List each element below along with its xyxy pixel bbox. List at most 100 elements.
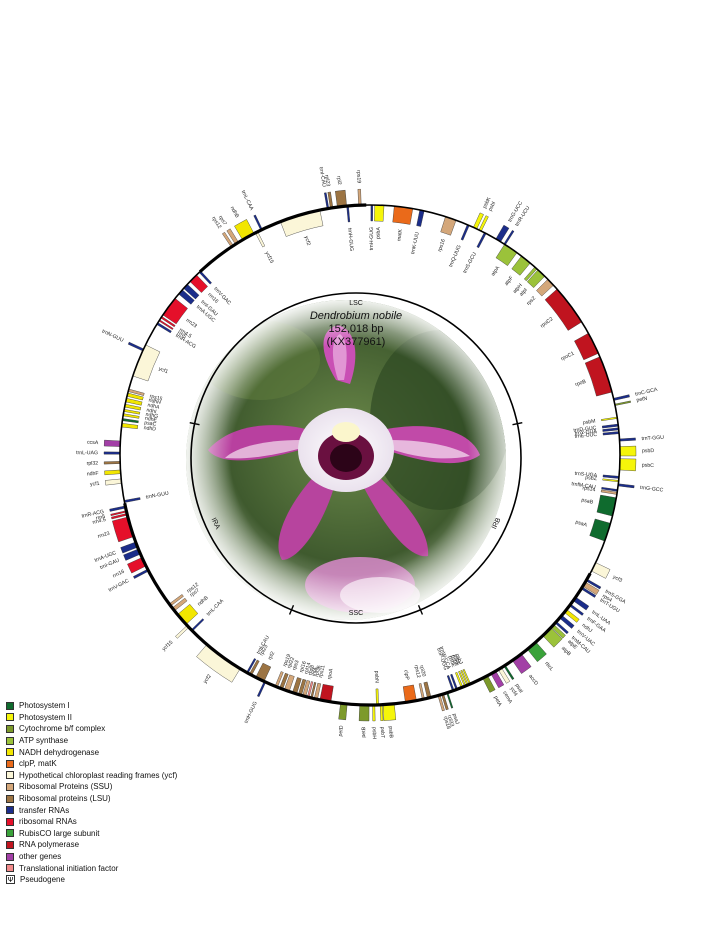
- gene-label-rrn5: rrn5: [176, 330, 187, 340]
- gene-label-trnk-uuu: trnK-UUU: [410, 231, 421, 254]
- gene-label-psbt: psbT: [379, 727, 386, 740]
- gene-label-rbcl: rbcL: [543, 661, 554, 673]
- legend-item: Translational initiation factor: [6, 862, 236, 874]
- gene-label-trni-cau: trnI-CAU: [318, 167, 327, 188]
- gene-label-rps8: rps8: [307, 664, 315, 675]
- gene-label-rps2: rps2: [526, 295, 538, 306]
- gene-block-psbb: [382, 703, 397, 721]
- gene-label-rps14: rps14: [582, 485, 596, 493]
- gene-label-atpb: atpB: [560, 645, 572, 657]
- gene-label-rpl33: rpl33: [446, 715, 455, 728]
- gene-label-trnl-caa: trnL-CAA: [206, 598, 226, 618]
- gene-label-rpl16: rpl16: [299, 660, 308, 673]
- legend-label: clpP, matK: [19, 759, 57, 769]
- legend-label: transfer RNAs: [19, 805, 70, 815]
- gene-label-trnv-gac: trnV-GAC: [108, 578, 131, 594]
- legend-item: transfer RNAs: [6, 804, 236, 816]
- pseudogene-symbol: Ψ: [6, 875, 15, 885]
- gene-label-psbi: psbI: [487, 201, 497, 212]
- gene-label-rpl32: rpl32: [87, 461, 99, 467]
- gene-label-rpl20: rpl20: [418, 665, 427, 678]
- legend-item: Cytochrome b/f complex: [6, 723, 236, 735]
- gene-label-ycf15: ycf15: [263, 251, 274, 265]
- legend-swatch: [6, 759, 14, 768]
- gene-block-trnt-ggu: [619, 437, 636, 442]
- legend-item: Hypothetical chloroplast reading frames …: [6, 770, 236, 782]
- legend-label: RNA polymerase: [19, 840, 80, 850]
- gene-label-trny-gua: trnY-GUA: [575, 429, 598, 437]
- legend-swatch: [6, 736, 14, 745]
- gene-label-trnn-guu: trnN-GUU: [101, 329, 125, 344]
- gene-label-rrn5: rrn5: [95, 514, 105, 522]
- gene-block-psbm: [601, 416, 618, 422]
- gene-label-ndha: ndhA: [147, 402, 161, 411]
- region-label-ssc: SSC: [349, 610, 363, 617]
- gene-label-ndhb: ndhB: [229, 206, 240, 220]
- gene-label-trns-uga: trnS-UGA: [574, 471, 597, 479]
- gene-label-rps7: rps7: [217, 215, 228, 227]
- legend-item: RNA polymerase: [6, 839, 236, 851]
- legend-label: Translational initiation factor: [19, 863, 119, 873]
- gene-block-petb: [358, 704, 370, 722]
- region-label-lsc: LSC: [349, 300, 363, 307]
- gene-label-psbh: psbH: [371, 727, 377, 739]
- legend-swatch: [6, 701, 14, 710]
- gene-label-ycf1: ycf1: [158, 366, 169, 375]
- gene-label-trnh-gug: trnH-GUG: [369, 227, 375, 250]
- legend-label: RubisCO large subunit: [19, 828, 100, 838]
- region-boundary-ticks: [189, 421, 523, 615]
- gene-label-atpf: atpF: [504, 275, 515, 287]
- gene-label-rrn23: rrn23: [97, 531, 110, 540]
- gene-block-ndhb: [177, 604, 199, 625]
- gene-label-psbb: psbB: [387, 726, 394, 739]
- gene-label-ycf15: ycf15: [161, 640, 174, 653]
- gene-label-petn: petN: [636, 396, 648, 404]
- gene-label-rpoc2: rpoC2: [540, 316, 555, 329]
- gene-block-trnc-gca: [613, 394, 630, 401]
- legend-label: Cytochrome b/f complex: [19, 724, 106, 734]
- gene-block-trnd-guc: [601, 423, 619, 429]
- gene-label-rps3: rps3: [292, 659, 301, 671]
- gene-label-trnn-guu: trnN-GUU: [145, 490, 169, 500]
- gene-label-rps16: rps16: [437, 238, 447, 252]
- gene-block-ccsa: [103, 439, 121, 447]
- gene-label-psbc: psbC: [642, 463, 655, 469]
- gene-block-ycf1: [104, 478, 122, 486]
- gene-label-ndhe: ndhE: [144, 416, 157, 424]
- legend-item: NADH dehydrogenase: [6, 746, 236, 758]
- gene-label-psbj: psbJ: [454, 653, 464, 666]
- gene-block-trnl-caa: [190, 618, 205, 632]
- gene-label-infa: infA: [311, 666, 319, 677]
- gene-label-psba: psbA: [375, 227, 381, 240]
- gene-block-trnn-guu: [123, 497, 141, 503]
- gene-label-psac: psaC: [144, 420, 157, 428]
- gene-label-rpl23: rpl23: [259, 644, 270, 657]
- gene-label-ndhd: ndhD: [143, 425, 156, 432]
- gene-label-rpl2: rpl2: [267, 651, 276, 662]
- gene-block-trnl-caa: [253, 214, 263, 231]
- gene-label-rps15: rps15: [149, 393, 163, 402]
- gene-label-rps11: rps11: [318, 665, 327, 679]
- gene-label-rrn4.5: rrn4.5: [92, 517, 107, 526]
- gene-label-ndhj: ndhJ: [581, 623, 594, 635]
- gene-label-trns-gcu: trnS-GCU: [462, 251, 478, 274]
- gene-block-ycf15: [255, 231, 266, 248]
- gene-label-rpoa: rpoA: [327, 668, 335, 680]
- gene-block-rps19: [357, 188, 362, 206]
- gene-label-petb: petB: [361, 726, 367, 737]
- gene-label-rpl2: rpl2: [335, 176, 342, 185]
- gene-label-rpl14: rpl14: [304, 662, 313, 675]
- gene-label-rpl36: rpl36: [314, 665, 323, 678]
- gene-block-trns-uga: [602, 474, 620, 479]
- gene-block-psbd: [619, 445, 637, 457]
- gene-block-trns-gcu: [476, 232, 487, 249]
- gene-block-psaa: [589, 518, 611, 542]
- legend-item: ribosomal RNAs: [6, 816, 236, 828]
- legend-swatch: [6, 782, 14, 791]
- legend-label: Ribosomal proteins (LSU): [19, 794, 111, 804]
- gene-label-accd: accD: [527, 674, 539, 687]
- gene-block-trnr-acg: [109, 505, 126, 512]
- gene-block-petd: [338, 703, 348, 721]
- legend-swatch: [6, 817, 14, 826]
